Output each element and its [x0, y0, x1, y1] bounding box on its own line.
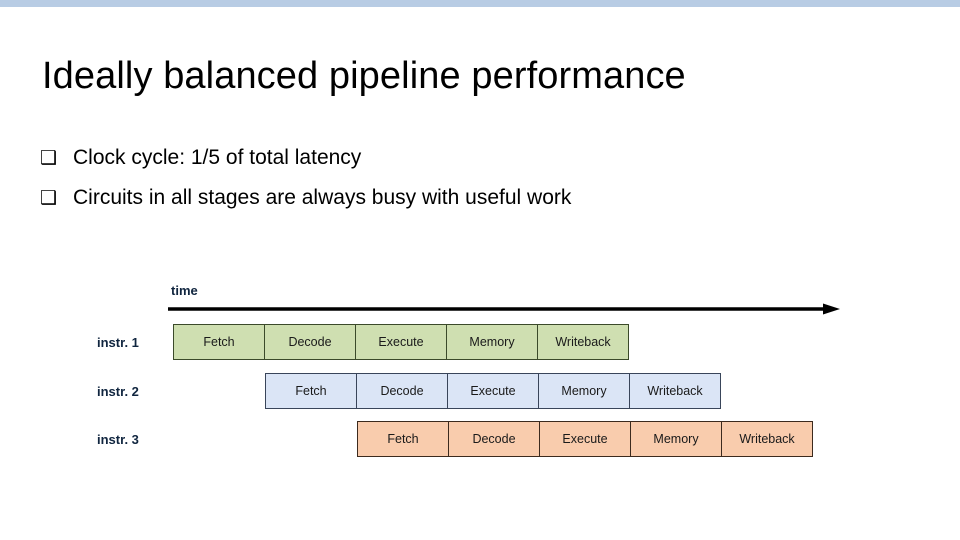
stage-box: Memory: [446, 324, 538, 360]
bullet-item-2: ❑ Circuits in all stages are always busy…: [40, 186, 920, 226]
stage-box: Memory: [538, 373, 630, 409]
stage-box: Decode: [356, 373, 448, 409]
pipeline-row-instr-3: Fetch Decode Execute Memory Writeback: [357, 421, 813, 457]
stage-box: Fetch: [265, 373, 357, 409]
stage-box: Fetch: [357, 421, 449, 457]
bullet-item-2-text: Circuits in all stages are always busy w…: [73, 186, 572, 209]
top-accent-bar: [0, 0, 960, 7]
bullet-square-icon: ❑: [40, 188, 58, 209]
page-title: Ideally balanced pipeline performance: [42, 55, 686, 97]
stage-box: Writeback: [629, 373, 721, 409]
bullet-item-1: ❑ Clock cycle: 1/5 of total latency: [40, 146, 920, 186]
stage-box: Execute: [355, 324, 447, 360]
bullet-square-icon: ❑: [40, 148, 58, 169]
stage-box: Execute: [447, 373, 539, 409]
stage-box: Fetch: [173, 324, 265, 360]
time-axis-label: time: [171, 283, 198, 298]
stage-box: Execute: [539, 421, 631, 457]
pipeline-row-instr-1: Fetch Decode Execute Memory Writeback: [173, 324, 629, 360]
stage-box: Decode: [264, 324, 356, 360]
instr-row-label-1: instr. 1: [97, 335, 139, 350]
stage-box: Decode: [448, 421, 540, 457]
instr-row-label-2: instr. 2: [97, 384, 139, 399]
bullet-item-1-text: Clock cycle: 1/5 of total latency: [73, 146, 362, 169]
bullet-list: ❑ Clock cycle: 1/5 of total latency ❑ Ci…: [40, 146, 920, 226]
stage-box: Writeback: [537, 324, 629, 360]
stage-box: Writeback: [721, 421, 813, 457]
instr-row-label-3: instr. 3: [97, 432, 139, 447]
stage-box: Memory: [630, 421, 722, 457]
time-arrow-icon: [168, 303, 840, 315]
pipeline-row-instr-2: Fetch Decode Execute Memory Writeback: [265, 373, 721, 409]
